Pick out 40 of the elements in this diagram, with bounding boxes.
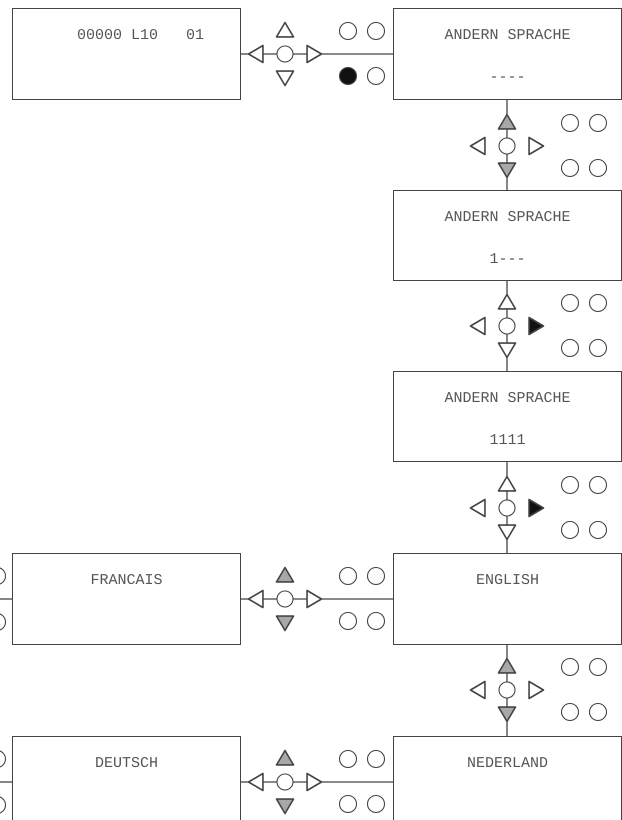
display-text: ANDERN SPRACHE (443, 209, 572, 227)
connector-line (506, 281, 508, 293)
display-screen-box (393, 190, 622, 281)
keypad-icon (247, 566, 323, 632)
connector-line (506, 723, 508, 736)
display-text: DEUTSCH (94, 755, 159, 773)
display-screen-box (393, 736, 622, 820)
display-text: ENGLISH (474, 572, 540, 590)
display-text: 1111 (488, 432, 526, 450)
connector-line (506, 359, 508, 371)
display-text: ANDERN SPRACHE (443, 27, 572, 45)
connector-line (506, 100, 508, 113)
display-screen-box (393, 371, 622, 462)
display-text: 00000 L10 (77, 27, 158, 45)
connector-line (506, 541, 508, 553)
connector-line (323, 781, 393, 783)
keypad-icon (247, 750, 323, 814)
display-screen-box (393, 8, 622, 100)
display-text: 01 (186, 27, 204, 45)
display-screen-box (393, 553, 622, 645)
display-text: ANDERN SPRACHE (443, 390, 572, 408)
display-screen-box (12, 736, 241, 820)
keypad-icon (470, 113, 544, 179)
display-screen-box (12, 553, 241, 645)
connector-line (506, 179, 508, 190)
display-text: NEDERLAND (466, 755, 549, 773)
connector-line (0, 598, 12, 600)
keypad-icon (470, 293, 544, 359)
connector-line (323, 53, 393, 55)
connector-line (506, 645, 508, 657)
display-screen-box (12, 8, 241, 100)
connector-line (0, 781, 12, 783)
keypad-icon (247, 22, 323, 86)
keypad-icon (470, 475, 544, 541)
display-text: 1--- (488, 251, 526, 269)
connector-line (506, 462, 508, 475)
keypad-icon (470, 657, 544, 723)
display-text: ---- (488, 69, 526, 87)
display-text: FRANCAIS (89, 572, 164, 590)
connector-line (323, 598, 393, 600)
